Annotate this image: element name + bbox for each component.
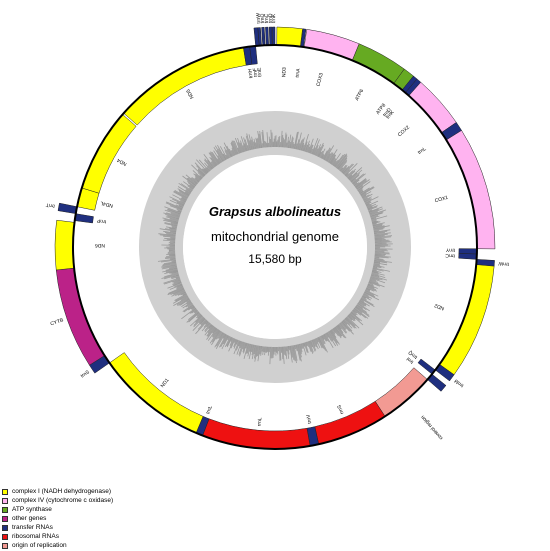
gene-trny (458, 248, 478, 255)
gene-label-rrns: rrnS (336, 403, 345, 415)
legend-label: other genes (12, 515, 47, 522)
gene-trnc (265, 26, 269, 46)
legend-label: complex I (NADH dehydrogenase) (12, 488, 111, 495)
genome-length: 15,580 bp (248, 252, 302, 266)
gene-trnk (272, 26, 276, 46)
gene-label-cox3: COX3 (315, 72, 324, 87)
gene-label-trnc: trnC (445, 252, 455, 258)
legend-swatch (2, 534, 8, 540)
gene-label-trnl: trnL (205, 405, 214, 415)
legend-swatch (2, 507, 8, 513)
gene-label-trns: trnS (80, 369, 92, 379)
legend-item-complex-iv: complex IV (cytochrome c oxidase) (2, 497, 113, 505)
legend-swatch (2, 525, 8, 531)
gene-label-trnf: trnF (252, 68, 259, 78)
legend-swatch (2, 489, 8, 495)
gene-label-cox1: COX1 (434, 195, 449, 205)
gene-cytb (55, 267, 105, 366)
gene-nd4 (81, 114, 137, 194)
legend-item-atp: ATP synthase (2, 506, 113, 514)
gene-label-nd2: ND2 (434, 302, 446, 311)
gene-label-trni: trnI (406, 356, 415, 365)
gene-nd1 (109, 352, 204, 434)
legend-label: transfer RNAs (12, 524, 53, 531)
gene-label-trnq: trnQ (407, 349, 418, 360)
gene-cox2 (408, 81, 457, 133)
legend-swatch (2, 543, 8, 549)
gc-skew-bars (157, 129, 393, 365)
gene-label-nd3: ND3 (281, 67, 288, 78)
gene-label-cox2: COX2 (397, 124, 411, 138)
legend-item-origin: origin of replication (2, 542, 113, 550)
legend-item-rrna: ribosomal RNAs (2, 533, 113, 541)
legend-item-other: other genes (2, 515, 113, 523)
gene-label-nd1: ND1 (160, 377, 171, 389)
genome-subtitle: mitochondrial genome (211, 229, 339, 244)
gene-label-trnq: trnQ (260, 13, 267, 23)
gene-control-region (374, 367, 428, 417)
gene-label-nd4l: ND4L (100, 200, 114, 209)
legend-label: ATP synthase (12, 506, 52, 513)
legend-label: complex IV (cytochrome c oxidase) (12, 497, 114, 504)
legend: complex I (NADH dehydrogenase) complex I… (2, 488, 113, 551)
gene-label-trnt: trnT (46, 201, 56, 209)
gene-nd6 (54, 219, 75, 271)
gene-label-trnp: trnP (96, 217, 107, 224)
gene-label-nd4: ND4 (116, 157, 128, 167)
gene-nd2 (439, 264, 495, 376)
gene-label-control-region: control region (420, 414, 445, 441)
gene-label-trne: trnE (257, 67, 264, 77)
gene-label-trny: trnY (445, 247, 455, 253)
legend-swatch (2, 498, 8, 504)
legend-label: ribosomal RNAs (12, 533, 59, 540)
gene-label-trnw: trnW (256, 13, 263, 24)
gene-label-nd6: ND6 (95, 242, 105, 248)
gene-trnt (57, 202, 78, 214)
genome-backbone (72, 44, 478, 450)
gene-label-trnc: trnC (264, 13, 270, 23)
gene-nd3 (276, 26, 303, 47)
center-disc (183, 155, 367, 339)
gene-label-trnd: trnD (382, 107, 393, 118)
gene-trnc (458, 253, 478, 260)
gc-base-ring (139, 111, 411, 383)
gene-track (54, 26, 496, 450)
gene-label-trna: trnA (295, 67, 302, 78)
gene-label-trnm: trnM (454, 378, 466, 389)
gene-trnd (268, 26, 273, 46)
gene-label-rrnl: rrnL (257, 417, 264, 427)
gene-cox1 (445, 130, 496, 250)
gene-label-cytb: CYTB (50, 317, 65, 327)
gene-label-trnk: trnK (271, 13, 277, 23)
gene-label-trnk: trnK (385, 109, 396, 120)
species-name: Grapsus albolineatus (208, 204, 342, 219)
gene-trnq (261, 27, 266, 46)
gene-nd5 (123, 47, 247, 126)
gene-label-nd5: ND5 (185, 88, 195, 100)
legend-item-trna: transfer RNAs (2, 524, 113, 532)
gene-label-trnw: trnW (498, 260, 509, 267)
gc-content-ring (139, 111, 411, 383)
legend-item-complex-i: complex I (NADH dehydrogenase) (2, 488, 113, 496)
legend-swatch (2, 516, 8, 522)
gene-trnp (74, 213, 94, 224)
gene-label-trnl: trnL (417, 146, 428, 156)
gene-label-trnd: trnD (268, 13, 274, 23)
gene-cox3 (303, 29, 360, 61)
legend-label: origin of replication (12, 542, 67, 549)
gene-label-trnh: trnH (247, 68, 254, 79)
gene-label-trnv: trnV (305, 413, 313, 424)
gene-label-atp6: ATP6 (354, 88, 365, 102)
